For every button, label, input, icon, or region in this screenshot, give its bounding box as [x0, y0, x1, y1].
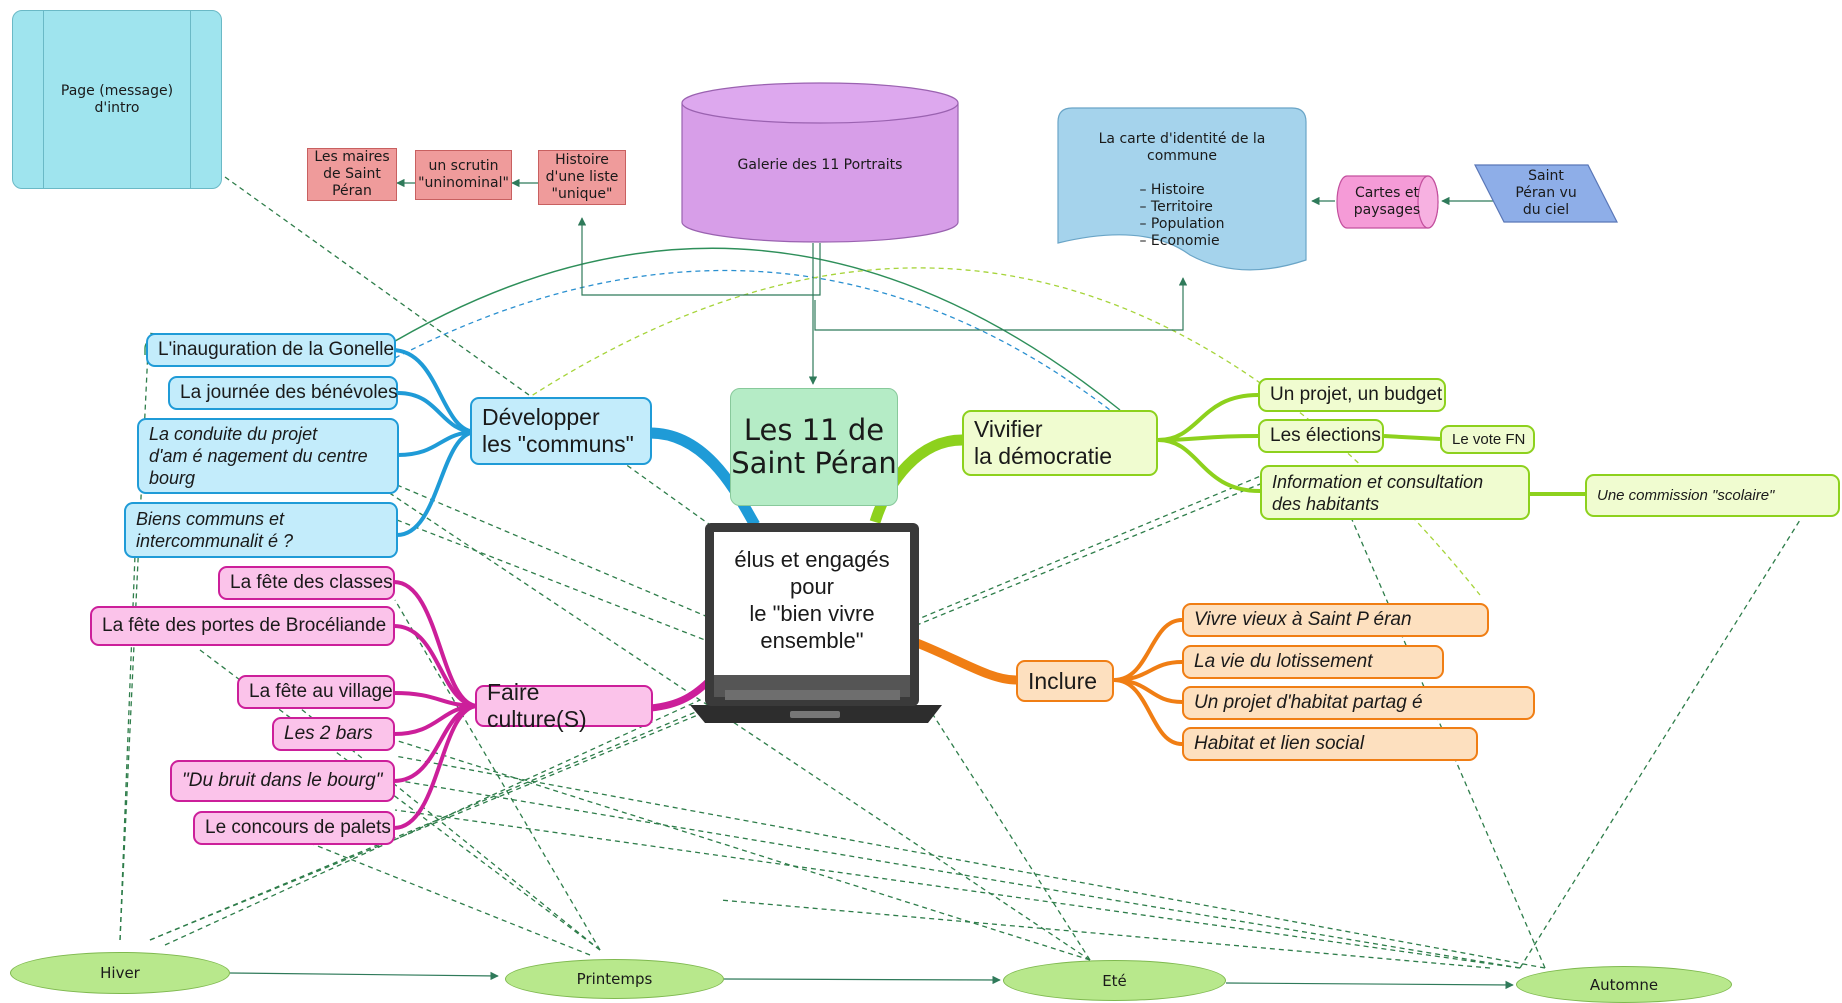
history-box[interactable]: Histoire d'une liste "unique" — [538, 150, 626, 205]
culture-item-bruit[interactable]: "Du bruit dans le bourg" — [170, 760, 395, 802]
culture-item-bars[interactable]: Les 2 bars — [272, 717, 395, 751]
season-ete[interactable]: Eté — [1003, 960, 1226, 1001]
season-printemps[interactable]: Printemps — [505, 959, 724, 999]
culture-item-classes[interactable]: La fête des classes — [218, 566, 395, 600]
season-label: Printemps — [576, 970, 653, 988]
green-branch — [869, 393, 1585, 524]
aerial-label: Saint Péran vu du ciel — [1515, 168, 1577, 218]
laptop-text-label: élus et engagés pour le "bien vivre ense… — [734, 547, 890, 653]
inclure-item-label: Habitat et lien social — [1194, 733, 1365, 754]
communs-item-projet[interactable]: La conduite du projet d'am é nagement du… — [137, 418, 399, 494]
branch-culture[interactable]: Faire culture(S) — [475, 679, 653, 732]
democratie-item-label: Les élections — [1270, 425, 1381, 446]
intro-page-right-rule — [190, 11, 191, 188]
arrow-connectors — [229, 178, 1514, 990]
democratie-item-budget[interactable]: Un projet, un budget — [1258, 378, 1446, 412]
central-title[interactable]: Les 11 de Saint Péran — [730, 388, 898, 506]
scrutin-box[interactable]: un scrutin "uninominal" — [415, 150, 512, 200]
intro-page-left-rule — [43, 11, 44, 188]
blue-branch — [391, 348, 760, 537]
laptop-screen-text: élus et engagés pour le "bien vivre ense… — [714, 540, 910, 660]
intro-page[interactable]: Page (message) d'intro — [12, 10, 222, 189]
vote-fn-label: Le vote FN — [1452, 431, 1526, 448]
culture-item-label: La fête des classes — [230, 572, 393, 593]
culture-item-label: La fête des portes de Brocéliande — [102, 615, 387, 636]
culture-item-label: Le concours de palets — [205, 817, 391, 838]
maps-node[interactable]: Cartes et paysages — [1337, 176, 1437, 228]
branch-inclure[interactable]: Inclure — [1016, 660, 1114, 702]
culture-item-label: Les 2 bars — [284, 723, 373, 744]
branch-inclure-label: Inclure — [1028, 667, 1098, 694]
identity-card-node[interactable]: La carte d'identité de la commune – Hist… — [1058, 114, 1306, 249]
branch-communs[interactable]: Développer les "communs" — [470, 397, 652, 465]
culture-item-village[interactable]: La fête au village — [237, 675, 395, 709]
inclure-item-vieux[interactable]: Vivre vieux à Saint P éran — [1182, 603, 1489, 637]
branch-democratie[interactable]: Vivifier la démocratie — [962, 410, 1158, 476]
democratie-item-label: Information et consultation des habitant… — [1272, 471, 1484, 514]
communs-item-label: La journée des bénévoles — [180, 382, 398, 403]
inclure-item-label: Un projet d'habitat partag é — [1194, 692, 1423, 713]
arc-green — [379, 247, 1121, 411]
orange-branch — [915, 618, 1183, 746]
communs-item-benevoles[interactable]: La journée des bénévoles — [168, 376, 398, 410]
season-label: Eté — [1102, 971, 1127, 990]
gallery-label: Galerie des 11 Portraits — [737, 156, 903, 173]
history-label: Histoire d'une liste "unique" — [545, 152, 619, 202]
scrutin-label: un scrutin "uninominal" — [418, 158, 509, 191]
central-title-label: Les 11 de Saint Péran — [731, 413, 897, 480]
maps-cylinder-shape — [1336, 175, 1439, 229]
arc-blue-dashed — [394, 269, 1111, 411]
culture-item-label: La fête au village — [249, 681, 393, 702]
intro-page-label: Page (message) d'intro — [60, 82, 174, 116]
season-label: Automne — [1589, 975, 1659, 994]
maps-label: Cartes et paysages — [1353, 185, 1421, 218]
mayors-label: Les maires de Saint Péran — [314, 149, 390, 199]
inclure-item-label: La vie du lotissement — [1194, 651, 1373, 672]
inclure-item-lien[interactable]: Habitat et lien social — [1182, 727, 1478, 761]
communs-item-label: La conduite du projet d'am é nagement du… — [149, 424, 368, 488]
commission-label: Une commission "scolaire" — [1597, 487, 1775, 504]
democratie-vote-fn[interactable]: Le vote FN — [1440, 425, 1535, 454]
season-hiver[interactable]: Hiver — [10, 952, 230, 994]
branch-democratie-label: Vivifier la démocratie — [974, 416, 1113, 469]
aerial-parallelogram-shape — [1474, 164, 1618, 223]
culture-item-palets[interactable]: Le concours de palets — [193, 811, 395, 845]
gallery-node[interactable]: Galerie des 11 Portraits — [682, 130, 958, 200]
mayors-box[interactable]: Les maires de Saint Péran — [307, 148, 397, 201]
season-label: Hiver — [100, 964, 140, 982]
arc-lightgreen-dashed — [524, 267, 1481, 596]
democratie-item-label: Un projet, un budget — [1270, 384, 1443, 405]
culture-item-label: "Du bruit dans le bourg" — [182, 770, 383, 791]
identity-card-shape — [1057, 107, 1307, 271]
branch-culture-label: Faire culture(S) — [487, 679, 587, 732]
inclure-item-lotissement[interactable]: La vie du lotissement — [1182, 645, 1444, 679]
inclure-item-label: Vivre vieux à Saint P éran — [1194, 609, 1412, 630]
democratie-item-elections[interactable]: Les élections — [1258, 419, 1384, 453]
identity-card-items: – Histoire – Territoire – Population – E… — [1139, 182, 1225, 249]
communs-item-label: L'inauguration de la Gonelle — [158, 339, 395, 360]
laptop-icon — [690, 523, 942, 723]
culture-item-broceliande[interactable]: La fête des portes de Brocéliande — [90, 606, 395, 646]
season-automne[interactable]: Automne — [1516, 966, 1732, 1003]
inclure-item-habitat[interactable]: Un projet d'habitat partag é — [1182, 686, 1535, 720]
communs-item-label: Biens communs et intercommunalit é ? — [136, 509, 294, 551]
democratie-item-information[interactable]: Information et consultation des habitant… — [1260, 465, 1530, 520]
democratie-commission[interactable]: Une commission "scolaire" — [1585, 474, 1840, 517]
branch-communs-label: Développer les "communs" — [482, 404, 634, 457]
communs-item-gonelle[interactable]: L'inauguration de la Gonelle — [146, 333, 396, 367]
communs-item-biens[interactable]: Biens communs et intercommunalit é ? — [124, 502, 398, 558]
gallery-cylinder-shape — [681, 82, 959, 243]
aerial-node[interactable]: Saint Péran vu du ciel — [1490, 165, 1602, 222]
identity-card-title: La carte d'identité de la commune — [1098, 131, 1266, 164]
